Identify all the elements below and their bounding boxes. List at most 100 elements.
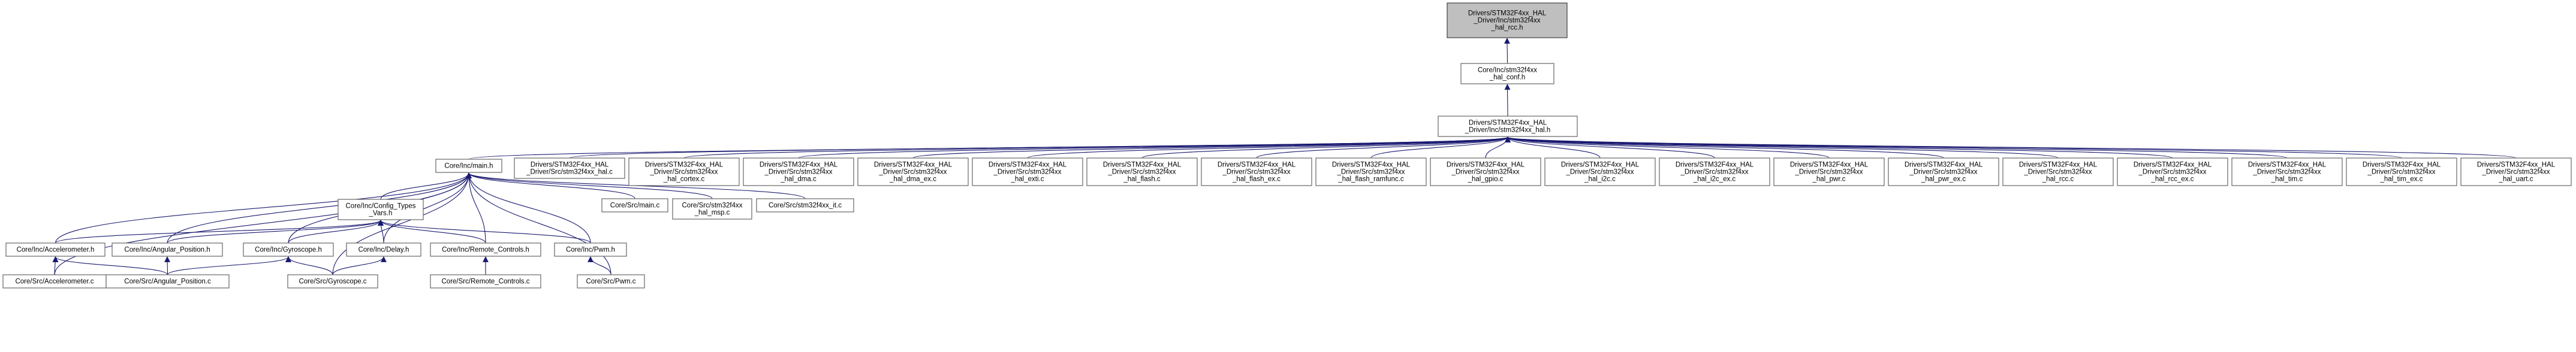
node-label-line: Drivers/STM32F4xx_HAL: [2477, 162, 2556, 169]
node-delay-h[interactable]: Core/Inc/Delay.h: [346, 242, 421, 257]
node-angpos-h[interactable]: Core/Inc/Angular_Position.h: [112, 242, 223, 257]
nodes-layer: Drivers/STM32F4xx_HAL_Driver/Inc/stm32f4…: [2, 2, 2572, 289]
node-box: [346, 242, 421, 257]
edge-angpos_c-to-accel_h: [52, 256, 168, 275]
node-label-line: _hal_gpio.c: [1468, 176, 1504, 183]
edge-tim_c-to-hal_h: [1505, 136, 2288, 159]
node-box: [106, 274, 230, 289]
node-box: [1888, 157, 1999, 186]
node-label-line: _hal_exti.c: [1011, 176, 1044, 183]
node-pwm-c[interactable]: Core/Src/Pwm.c: [577, 274, 645, 289]
node-label-line: _Driver/Src/stm32f4xx: [764, 169, 832, 176]
node-label-line: _Driver/Src/stm32f4xx: [1909, 169, 1977, 176]
node-hal-h[interactable]: Drivers/STM32F4xx_HAL_Driver/Inc/stm32f4…: [1438, 116, 1578, 137]
node-pwr-c[interactable]: Drivers/STM32F4xx_HAL_Driver/Src/stm32f4…: [1773, 157, 1885, 186]
node-label-line: Core/Src/stm32f4xx: [682, 202, 743, 210]
edge-gyro_c-to-delay_h: [332, 256, 387, 275]
node-box: [672, 198, 752, 220]
node-config-h[interactable]: Core/Inc/Config_Types_Vars.h: [338, 199, 424, 220]
node-accel-c[interactable]: Core/Src/Accelerometer.c: [2, 274, 107, 289]
edge-config_h-to-main_h: [380, 172, 472, 200]
node-label-line: Drivers/STM32F4xx_HAL: [1218, 162, 1296, 169]
node-i2c-c[interactable]: Drivers/STM32F4xx_HAL_Driver/Src/stm32f4…: [1544, 157, 1656, 186]
node-pwm-h[interactable]: Core/Inc/Pwm.h: [554, 242, 627, 257]
node-label-line: Core/Inc/Angular_Position.h: [124, 247, 210, 254]
node-box: [1086, 157, 1198, 186]
node-main-c[interactable]: Core/Src/main.c: [601, 198, 668, 213]
edge-delay_h-to-config_h: [378, 220, 384, 244]
node-flash-c[interactable]: Drivers/STM32F4xx_HAL_Driver/Src/stm32f4…: [1086, 157, 1198, 186]
node-box: [2346, 157, 2457, 186]
node-gyro-h[interactable]: Core/Inc/Gyroscope.h: [243, 242, 334, 257]
node-accel-h[interactable]: Core/Inc/Accelerometer.h: [5, 242, 106, 257]
node-main-h[interactable]: Core/Inc/main.h: [435, 159, 502, 173]
node-dma-c[interactable]: Drivers/STM32F4xx_HAL_Driver/Src/stm32f4…: [743, 157, 854, 186]
node-uart-c[interactable]: Drivers/STM32F4xx_HAL_Driver/Src/stm32f4…: [2460, 157, 2572, 186]
edge-pwm_c-to-pwm_h: [587, 256, 611, 275]
node-label-line: Core/Src/Pwm.c: [586, 278, 635, 286]
node-box: [2002, 157, 2114, 186]
node-label-line: Core/Src/Angular_Position.c: [124, 278, 211, 286]
node-label-line: _Driver/Src/stm32f4xx: [2138, 169, 2206, 176]
node-label-line: Core/Src/stm32f4xx_it.c: [769, 202, 842, 210]
edge-angpos_h-to-config_h: [167, 220, 384, 244]
node-box: [2460, 157, 2572, 186]
node-remote-c[interactable]: Core/Src/Remote_Controls.c: [430, 274, 541, 289]
node-label-line: Drivers/STM32F4xx_HAL: [989, 162, 1067, 169]
node-cortex-c[interactable]: Drivers/STM32F4xx_HAL_Driver/Src/stm32f4…: [628, 157, 740, 186]
node-label-line: _Driver/Src/stm32f4xx: [993, 169, 1061, 176]
node-label-line: _Driver/Src/stm32f4xx: [2023, 169, 2092, 176]
edge-gyro_c-to-gyro_h: [285, 256, 333, 275]
node-label-line: Drivers/STM32F4xx_HAL: [1790, 162, 1869, 169]
node-box: [430, 274, 541, 289]
node-label-line: _Driver/Src/stm32f4xx: [649, 169, 718, 176]
edge-exti_c-to-hal_h: [1027, 136, 1511, 159]
node-label-line: _Driver/Src/stm32f4xx: [1336, 169, 1405, 176]
node-tim-c[interactable]: Drivers/STM32F4xx_HAL_Driver/Src/stm32f4…: [2231, 157, 2343, 186]
node-angpos-c[interactable]: Core/Src/Angular_Position.c: [106, 274, 230, 289]
edges-layer: [52, 38, 2517, 275]
node-msp-c[interactable]: Core/Src/stm32f4xx_hal_msp.c: [672, 198, 752, 220]
node-dma-ex-c[interactable]: Drivers/STM32F4xx_HAL_Driver/Src/stm32f4…: [857, 157, 969, 186]
node-i2c-ex-c[interactable]: Drivers/STM32F4xx_HAL_Driver/Src/stm32f4…: [1659, 157, 1770, 186]
node-flash-ramfunc-c[interactable]: Drivers/STM32F4xx_HAL_Driver/Src/stm32f4…: [1315, 157, 1427, 186]
edge-angpos_c-to-gyro_h: [167, 256, 291, 275]
edge-flash_c-to-hal_h: [1141, 136, 1511, 159]
node-label-line: _hal_dma.c: [780, 176, 817, 183]
node-label-line: _hal_rcc.h: [1490, 25, 1523, 32]
node-rcc-ex-c[interactable]: Drivers/STM32F4xx_HAL_Driver/Src/stm32f4…: [2117, 157, 2228, 186]
node-box: [2117, 157, 2228, 186]
node-gpio-c[interactable]: Drivers/STM32F4xx_HAL_Driver/Src/stm32f4…: [1430, 157, 1541, 186]
node-label-line: _hal_msp.c: [694, 210, 730, 217]
node-flash-ex-c[interactable]: Drivers/STM32F4xx_HAL_Driver/Src/stm32f4…: [1201, 157, 1312, 186]
node-label-line: _Driver/Src/stm32f4xx: [2252, 169, 2321, 176]
node-remote-h[interactable]: Core/Inc/Remote_Controls.h: [430, 242, 541, 257]
node-gyro-c[interactable]: Core/Src/Gyroscope.c: [287, 274, 378, 289]
node-label-line: _hal_rcc_ex.c: [2151, 176, 2194, 183]
node-pwr-ex-c[interactable]: Drivers/STM32F4xx_HAL_Driver/Src/stm32f4…: [1888, 157, 1999, 186]
node-rcc-h[interactable]: Drivers/STM32F4xx_HAL_Driver/Inc/stm32f4…: [1447, 2, 1568, 38]
node-box: [857, 157, 969, 186]
node-label-line: _Driver/Src/stm32f4xx: [1222, 169, 1290, 176]
node-label-line: _hal_dma_ex.c: [889, 176, 936, 183]
node-exti-c[interactable]: Drivers/STM32F4xx_HAL_Driver/Src/stm32f4…: [972, 157, 1083, 186]
node-label-line: Drivers/STM32F4xx_HAL: [1468, 10, 1547, 17]
edge-accel_h-to-config_h: [55, 220, 384, 244]
node-label-line: _hal_flash_ramfunc.c: [1337, 176, 1404, 183]
node-tim-ex-c[interactable]: Drivers/STM32F4xx_HAL_Driver/Src/stm32f4…: [2346, 157, 2457, 186]
edge-pwm_h-to-config_h: [378, 220, 591, 244]
node-box: [554, 242, 627, 257]
node-label-line: _hal_i2c.c: [1584, 176, 1616, 183]
node-conf-h[interactable]: Core/Inc/stm32f4xx_hal_conf.h: [1460, 63, 1554, 84]
node-box: [1438, 116, 1578, 137]
node-it-c[interactable]: Core/Src/stm32f4xx_it.c: [756, 198, 854, 213]
node-label-line: _hal_pwr_ex.c: [1921, 176, 1966, 183]
node-label-line: Core/Inc/Gyroscope.h: [255, 247, 322, 254]
node-label-line: Drivers/STM32F4xx_HAL: [1103, 162, 1182, 169]
node-label-line: Core/Inc/Accelerometer.h: [17, 247, 95, 254]
node-rcc-c[interactable]: Drivers/STM32F4xx_HAL_Driver/Src/stm32f4…: [2002, 157, 2114, 186]
node-label-line: _hal_flash.c: [1123, 176, 1161, 183]
node-label-line: Drivers/STM32F4xx_HAL: [760, 162, 838, 169]
node-hal-c[interactable]: Drivers/STM32F4xx_HAL_Driver/Src/stm32f4…: [514, 157, 625, 179]
edge-i2c_c-to-hal_h: [1505, 136, 1601, 159]
